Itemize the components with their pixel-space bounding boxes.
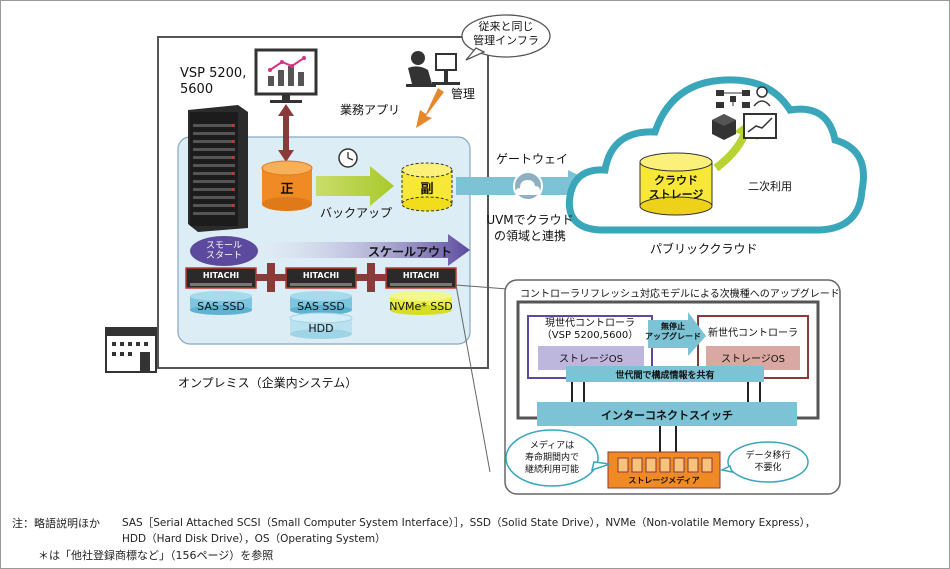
controller-connectors [571,382,761,454]
media-bubble-text: メディアは 寿命期間内で 継続利用可能 [524,441,579,475]
storage-os-label-1: ストレージOS [558,354,624,365]
graph-icon [743,113,777,139]
storage-model-label: VSP 5200, 5600 [180,66,247,97]
nvme-disk [390,291,452,315]
note-line1: SAS［Serial Attached SCSI（Small Computer … [122,517,816,529]
upgrade-title: コントローラリフレッシュ対応モデルによる次機種へのアップグレード [520,289,840,300]
cloud-storage-label: クラウド ストレージ [648,174,704,201]
storage-unit-3 [385,267,457,289]
nonstop-label: 無停止 アップグレード [645,322,701,341]
uvm-label: UVMでクラウド の領域と連携 [486,213,574,243]
storage-os-label-2: ストレージOS [720,354,786,365]
interconnect-label: インターコネクトスイッチ [601,409,733,422]
gateway-label: ゲートウェイ [496,152,569,166]
secondary-cylinder [401,162,453,212]
next-controller-label: 新世代コントローラ [708,328,798,339]
monitor-chart-icon [254,48,318,103]
flowchart-icon [716,90,750,108]
sas-ssd-disk-2 [290,291,352,315]
storage-media-label: ストレージメディア [628,476,700,485]
interconnect-switch [537,402,797,426]
note-line2: HDD（Hard Disk Drive），OS（Operating System… [122,533,386,545]
share-label: 世代間で構成情報を共有 [615,371,715,381]
sas-ssd-label-2: SAS SSD [297,300,345,313]
mgmt-bubble-text: 従来と同じ 管理インフラ [473,20,539,47]
sas-ssd-disk-1 [190,291,252,315]
secondary-use-label: 二次利用 [748,180,792,193]
small-start-badge [190,236,258,266]
building-icon [105,327,157,373]
share-bar [566,366,764,382]
gateway-icon [513,171,543,201]
business-app-label: 業務アプリ [340,103,401,117]
cloud-storage-cylinder [639,152,713,216]
server-rack-icon [188,105,248,232]
clock-icon [338,148,358,168]
app-data-arrow [278,104,294,162]
unit-links [256,263,386,292]
brand-3: HITACHI [402,271,440,280]
secondary-label: 副 [420,182,434,197]
backup-arrow [316,166,394,206]
zoom-line-1 [455,284,491,473]
brand-1: HITACHI [202,271,240,280]
cloud-caption: パブリッククラウド [650,242,758,256]
mgmt-bubble [461,14,551,61]
backup-label: バックアップ [320,206,393,220]
migration-bubble-text: データ移行 不要化 [745,451,791,473]
uvm-pipe [456,177,568,195]
management-label: 管理 [451,87,476,101]
primary-label: 正 [280,182,294,197]
note-prefix: 注：略語説明ほか [12,517,100,530]
media-bubble [505,429,611,487]
small-start-label: スモール スタート [205,241,242,261]
nvme-label: NVMe* SSD [389,300,453,313]
migration-bubble [719,441,809,483]
brand-2: HITACHI [302,271,340,280]
sas-ssd-label-1: SAS SSD [197,300,245,313]
onprem-panel [177,136,471,345]
onprem-caption: オンプレミス（企業内システム） [178,376,358,390]
person-icon [753,86,771,107]
cube-icon [712,114,736,140]
primary-cylinder [261,160,313,211]
mgmt-arrow [416,88,444,128]
nonstop-arrow [648,312,706,356]
media-slots [617,457,713,473]
hdd-label: HDD [308,322,334,335]
hdd-disk [289,312,353,339]
scale-out-arrow [230,234,470,266]
manager-icon [406,51,460,87]
note-line3: ＊は「他社登録商標など」（156ページ）を参照 [38,549,274,562]
scale-out-label: スケールアウト [368,245,453,259]
current-controller-label: 現世代コントローラ （VSP 5200,5600） [541,318,639,341]
